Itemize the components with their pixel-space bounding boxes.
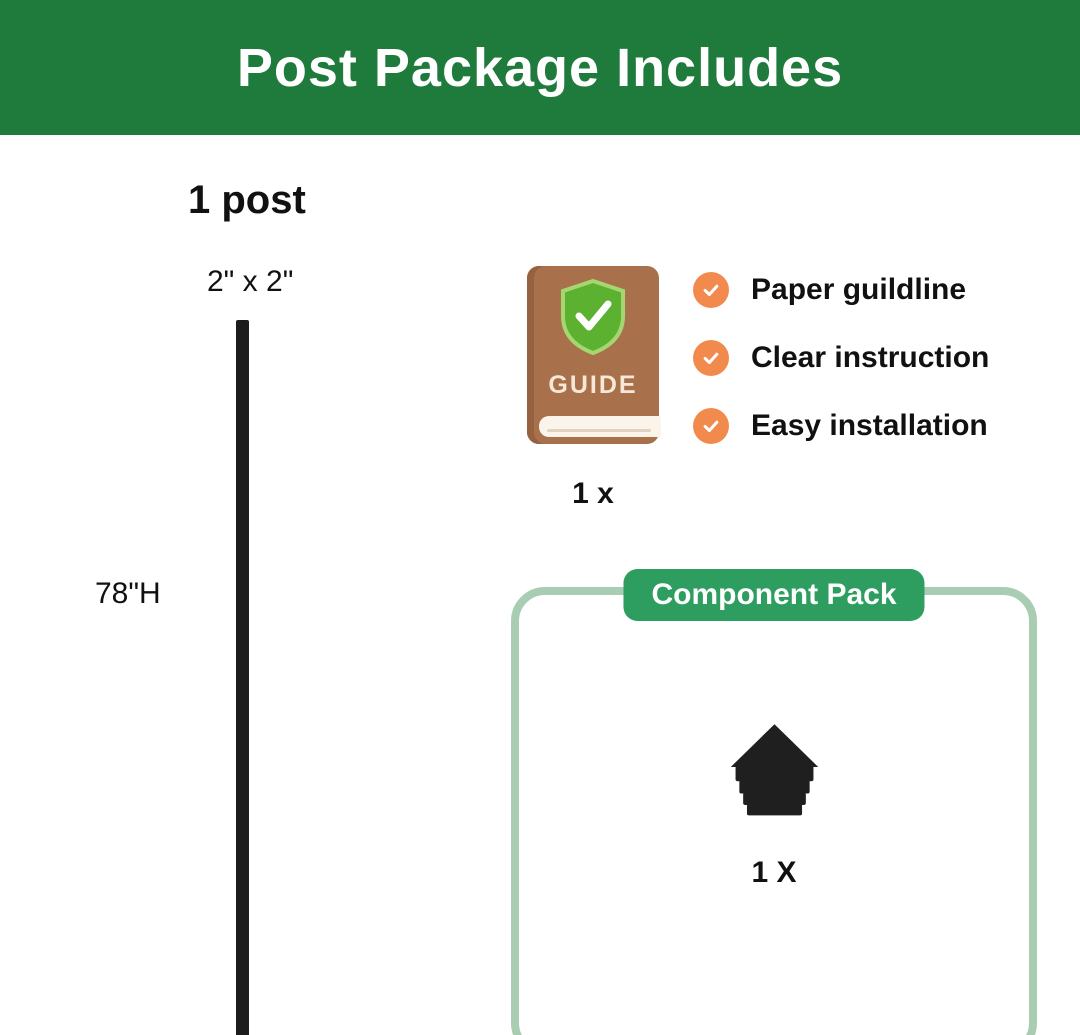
check-icon [693,272,729,308]
feature-item: Easy installation [693,406,989,446]
feature-label: Easy installation [751,409,988,442]
feature-item: Clear instruction [693,338,989,378]
header-banner: Post Package Includes [0,0,1080,135]
post-cap-icon [519,723,1029,828]
feature-label: Clear instruction [751,341,990,374]
post-dimension-label: 2" x 2" [207,265,294,298]
book-pages [539,416,661,437]
check-icon [693,408,729,444]
guide-book-label: GUIDE [548,371,638,399]
component-pack-title: Component Pack [623,569,925,621]
guide-book-icon: GUIDE [527,266,661,444]
feature-label: Paper guildline [751,273,967,306]
post-count-label: 1 post [188,178,306,222]
page-title: Post Package Includes [236,37,844,98]
check-icon [693,340,729,376]
feature-list: Paper guildline Clear instruction Easy i… [693,270,989,446]
post-illustration [236,320,249,1035]
post-height-label: 78"H [95,577,161,610]
guide-count-label: 1 x [572,477,614,510]
component-pack-panel: Component Pack 1 X [511,569,1037,1035]
feature-item: Paper guildline [693,270,989,310]
shield-check-icon [561,278,625,356]
component-pack-count: 1 X [751,856,797,889]
